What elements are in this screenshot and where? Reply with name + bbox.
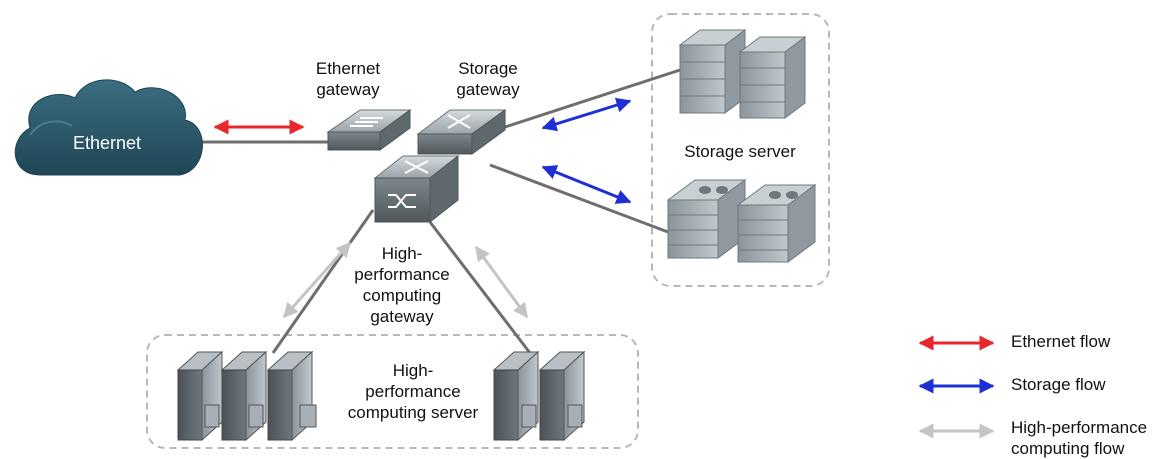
storage-server-group-box bbox=[651, 13, 830, 287]
hpc-server-right-icon bbox=[492, 350, 586, 442]
legend-label-line: Storage flow bbox=[1011, 375, 1106, 394]
legend-label-line: High-performance bbox=[1011, 418, 1148, 437]
storage-gateway-label: Storage gateway bbox=[440, 58, 536, 100]
storage-gateway-label-line: Storage bbox=[458, 59, 518, 78]
legend-storage-flow-label: Storage flow bbox=[1011, 374, 1106, 395]
hpc-server-group-box bbox=[146, 334, 639, 449]
ethernet-gateway-label-line: Ethernet bbox=[315, 59, 381, 78]
legend-hpc-flow-label: High-performance computing flow bbox=[1011, 417, 1147, 459]
ethernet-gateway-label: Ethernet gateway bbox=[300, 58, 396, 100]
hpc-server-label-line: performance bbox=[365, 382, 461, 401]
ethernet-gateway-label-line: gateway bbox=[316, 80, 380, 99]
hpc-gateway-label: High- performance computing gateway bbox=[342, 243, 462, 327]
hpc-flow-arrow-right bbox=[474, 245, 529, 319]
hpc-server-label-line: High- bbox=[392, 361, 434, 380]
hpc-server-left-icon bbox=[176, 350, 317, 442]
hpc-gateway-label-line: computing bbox=[362, 286, 442, 305]
storage-flow-arrow-top bbox=[541, 97, 632, 132]
storage-gateway-device bbox=[416, 109, 507, 155]
hpc-flow-arrow-left bbox=[282, 241, 352, 319]
ethernet-cloud-label: Ethernet bbox=[72, 133, 142, 153]
hpc-server-label-line: computing server bbox=[347, 403, 479, 422]
legend-ethernet-flow-label: Ethernet flow bbox=[1011, 331, 1110, 352]
hpc-gateway-label-line: High- bbox=[381, 244, 423, 263]
storage-server-label: Storage server bbox=[684, 142, 796, 161]
legend-label-line: Ethernet flow bbox=[1011, 332, 1111, 351]
storage-server-bottom-icon bbox=[666, 179, 817, 263]
hpc-gateway-label-line: performance bbox=[354, 265, 450, 284]
legend-label-line: computing flow bbox=[1011, 439, 1125, 458]
hpc-gateway-label-line: gateway bbox=[370, 307, 434, 326]
storage-server-top-icon bbox=[678, 29, 807, 119]
link-gateway-storage-bottom bbox=[489, 163, 669, 234]
ethernet-gateway-device bbox=[326, 109, 412, 151]
ethernet-cloud-icon bbox=[14, 79, 203, 176]
hpc-gateway-device bbox=[373, 154, 460, 224]
storage-gateway-label-line: gateway bbox=[456, 80, 520, 99]
hpc-server-label: High- performance computing server bbox=[338, 360, 488, 423]
storage-flow-arrow-bottom bbox=[541, 165, 632, 204]
